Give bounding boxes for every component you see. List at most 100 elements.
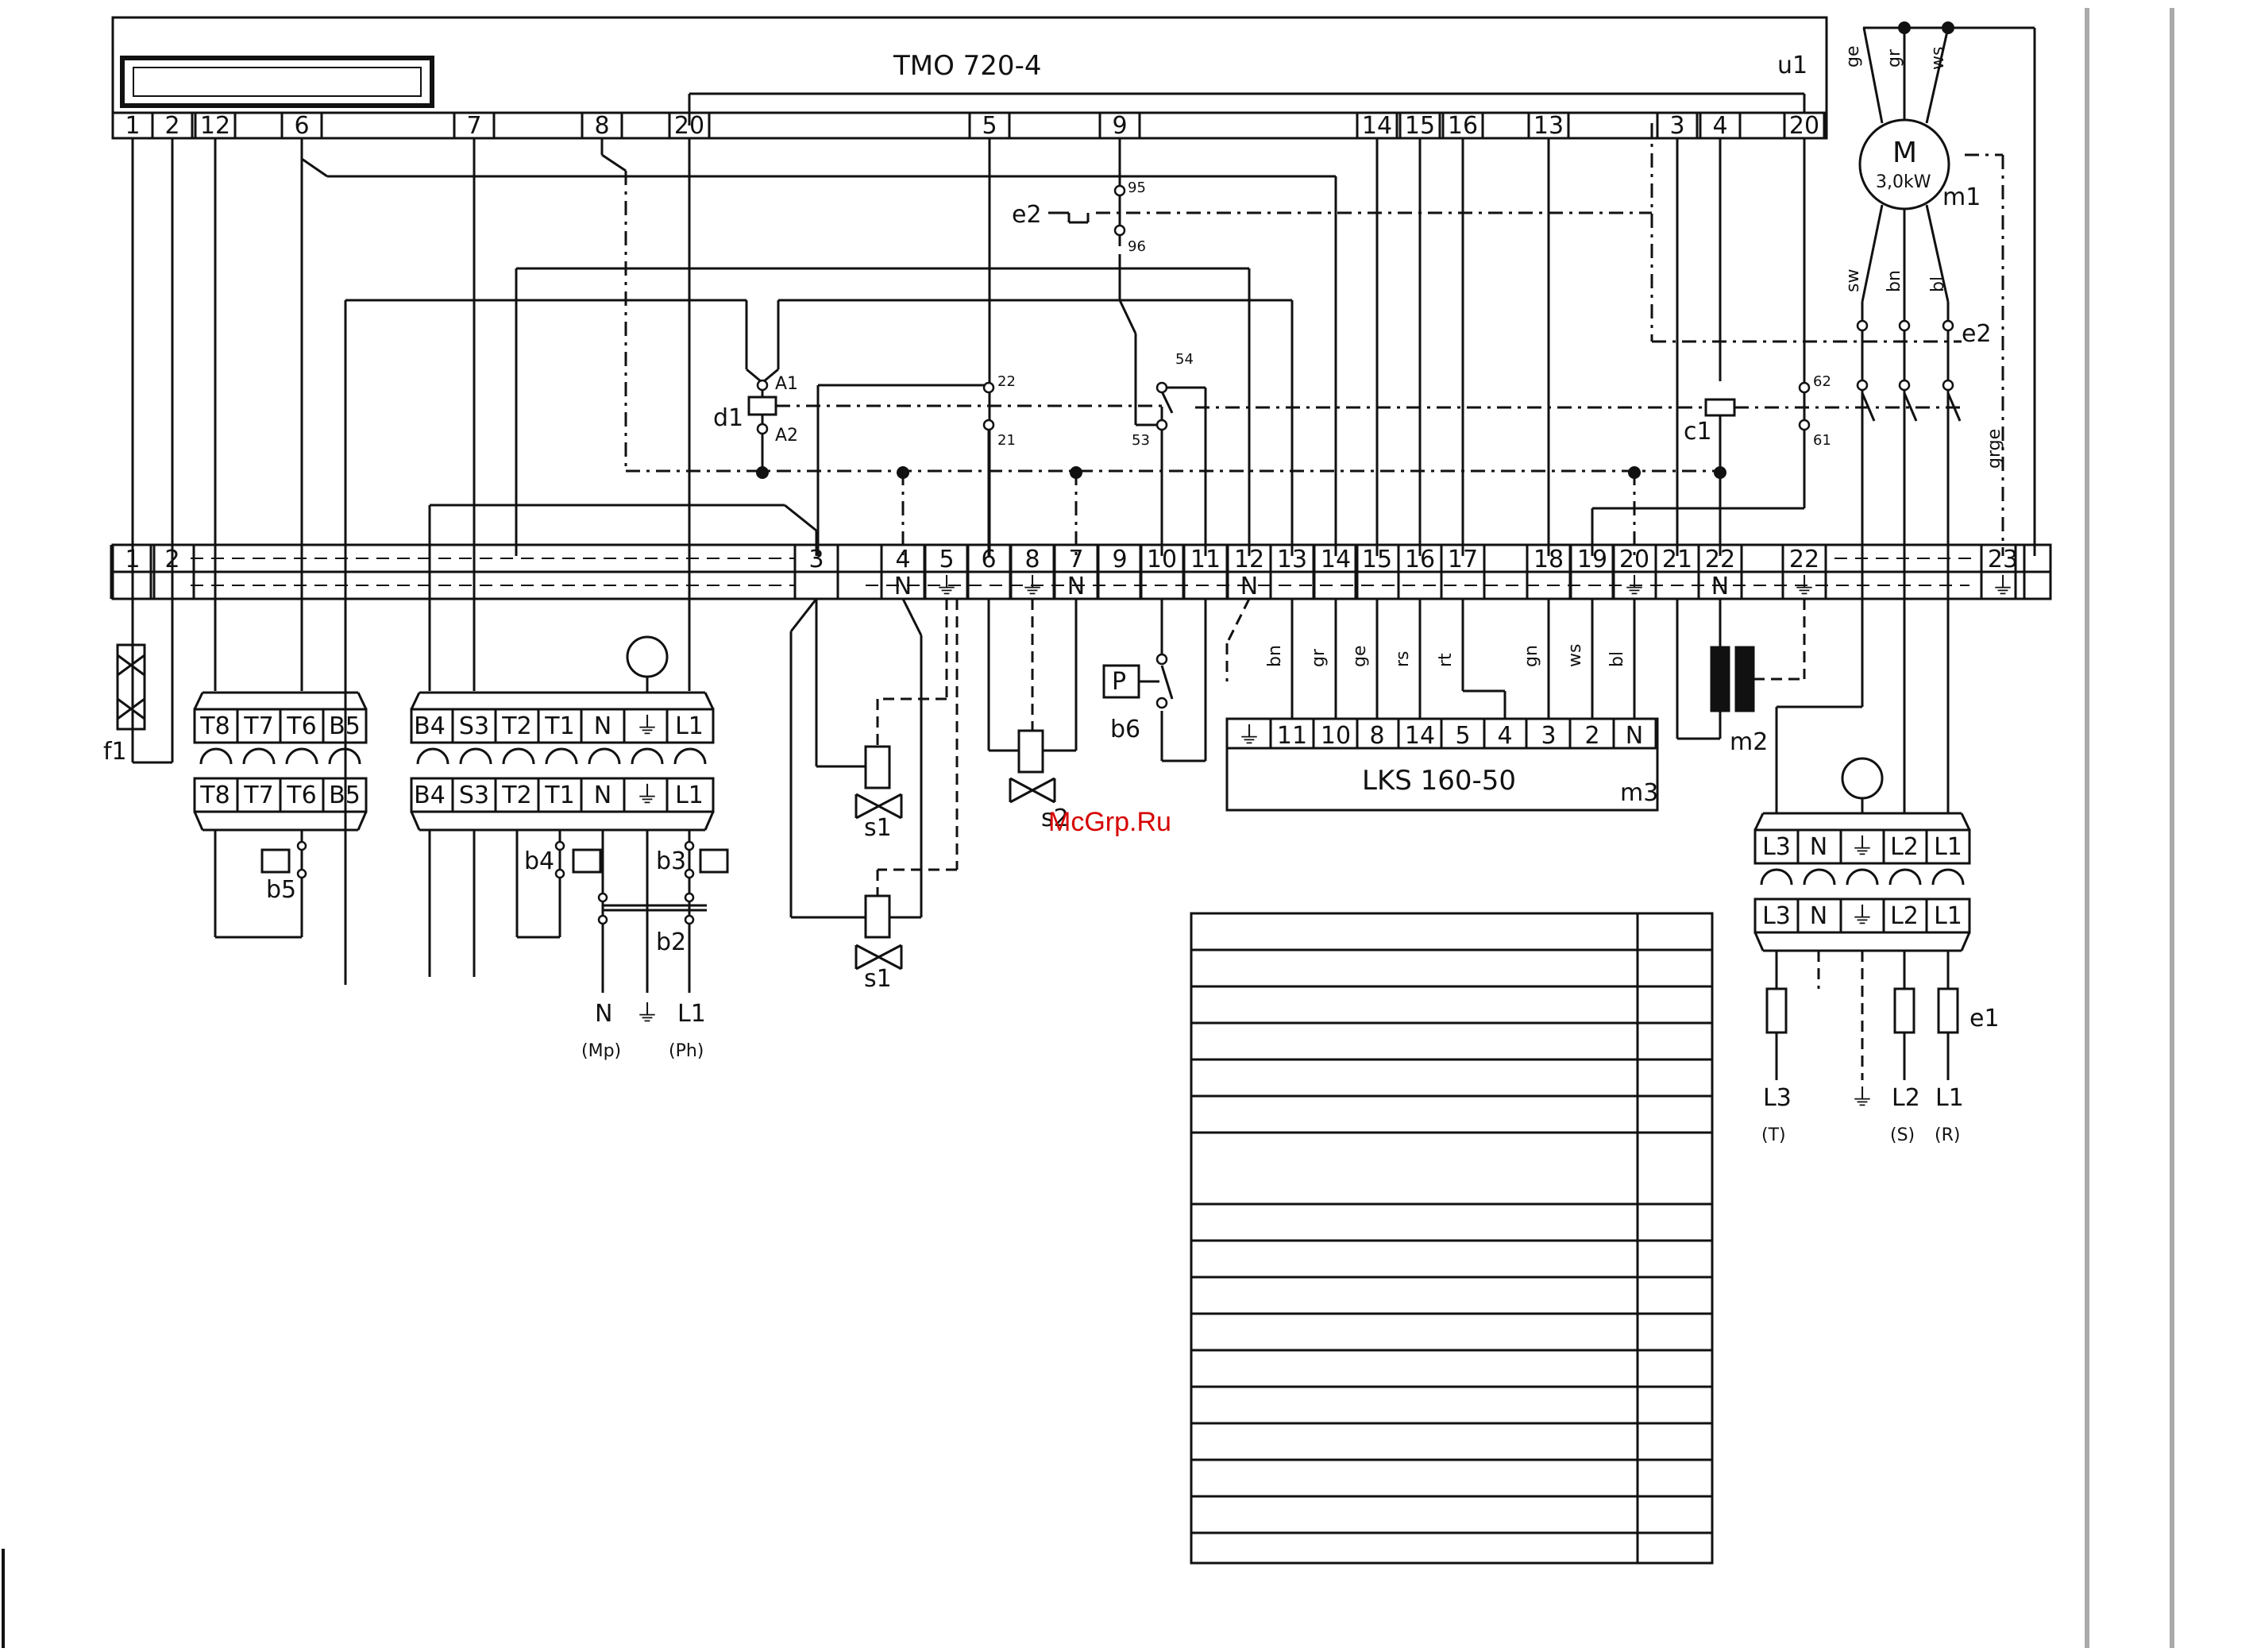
lks-wire-8: bl [1607, 651, 1627, 667]
plug-left-bottom-1: T8 [199, 782, 230, 809]
plug-left-top-1: T8 [199, 712, 230, 740]
plug-mid-upper [410, 708, 715, 744]
mid-supply-mp: (Mp) [581, 1041, 621, 1061]
strip-terminal-14: 14 [1321, 546, 1351, 573]
pressure-symbol: P [1112, 668, 1126, 696]
plug-mid-bottom-2: S3 [459, 782, 489, 809]
lks-wire-7: ws [1565, 644, 1585, 667]
thermal-e2: e2 [1012, 201, 1042, 229]
plug-left-top-3: T6 [286, 712, 316, 740]
lks-terminal-8: 3 [1541, 722, 1556, 750]
strip-terminal-9: 9 [1112, 546, 1127, 573]
strip-terminal-3: 3 [808, 546, 824, 573]
right-supply-l2: L2 [1892, 1084, 1920, 1112]
strip-bottom-4: N [1067, 573, 1085, 600]
relay-d1-coil [747, 396, 777, 416]
plug-right-upper [1753, 828, 1971, 865]
fuse-e1-l3 [1765, 987, 1788, 1034]
strip-bottom-2: ⏚ [935, 573, 959, 600]
strip-terminal-23: 22 [1789, 546, 1819, 573]
strip-bottom-3: ⏚ [1020, 573, 1044, 600]
controller-ref: u1 [1777, 52, 1807, 79]
plug-right-bottom-3: ⏚ [1850, 902, 1874, 930]
strip-bottom-7: N [1240, 573, 1258, 600]
plug-left-bottom-4: B5 [329, 782, 361, 809]
strip-terminal-8: 7 [1068, 546, 1083, 573]
lks-wire-3: ge [1350, 646, 1370, 668]
plug-mid-top-2: S3 [459, 712, 489, 740]
plug-mid-top-1: B4 [414, 712, 446, 740]
motor-wire-ge: ge [1843, 46, 1863, 68]
plug-right-top-1: L3 [1762, 833, 1791, 861]
contactor-c1-coil [1704, 398, 1736, 417]
plug-right-top-2: N [1810, 833, 1827, 861]
plug-mid-top-3: T2 [501, 712, 531, 740]
motor-wire-ws: ws [1928, 47, 1948, 70]
plug-left-bottom-2: T7 [243, 782, 273, 809]
lks-wire-1: bn [1265, 645, 1285, 667]
right-supply-l3: L3 [1763, 1084, 1792, 1112]
strip-terminal-20: 20 [1619, 546, 1649, 573]
relay-pin-53: 53 [1132, 432, 1150, 449]
controller-terminal-6: 8 [594, 112, 609, 140]
motor-rating: 3,0kW [1876, 172, 1931, 192]
transformer-m2-label: m2 [1730, 728, 1768, 756]
mid-supply-ph: (Ph) [669, 1041, 704, 1061]
strip-terminal-22: 22 [1705, 546, 1735, 573]
plug-right-bottom-5: L1 [1934, 902, 1962, 930]
controller-terminal-4: 6 [294, 112, 309, 140]
lks-wire-2: gr [1309, 648, 1329, 667]
lks-terminal-5: 14 [1405, 722, 1435, 750]
display-window [120, 56, 434, 108]
plug-right-bottom-4: L2 [1890, 902, 1919, 930]
lks-wire-6: gn [1522, 645, 1541, 667]
plug-right-bottom-2: N [1810, 902, 1827, 930]
strip-terminal-2: 2 [164, 546, 179, 573]
strip-terminal-13: 13 [1277, 546, 1307, 573]
motor-wire-sw: sw [1843, 269, 1863, 292]
plug-mid-top-6: ⏚ [635, 712, 659, 740]
valve-s1b-label: s1 [864, 965, 892, 993]
strip-terminal-5: 5 [939, 546, 954, 573]
lks-terminal-6: 5 [1455, 722, 1470, 750]
lks-terminal-9: 2 [1584, 722, 1599, 750]
controller-terminal-7: 20 [674, 112, 704, 140]
strip-bottom-1: N [894, 573, 912, 600]
strip-bottom-6: N [1711, 573, 1729, 600]
plug-right-top-3: ⏚ [1850, 833, 1874, 861]
plug-mid-bottom-1: B4 [414, 782, 446, 809]
transformer-m2 [1710, 646, 1730, 712]
fuse-e1-l1 [1937, 987, 1959, 1034]
plug-mid-top-4: T1 [544, 712, 574, 740]
motor-wire-grge: grge [1985, 429, 2004, 469]
strip-terminal-11: 11 [1190, 546, 1221, 573]
c1-pin-61: 61 [1813, 432, 1831, 449]
plug-mid-bottom-6: ⏚ [635, 782, 659, 809]
plug-mid-bottom-3: T2 [501, 782, 531, 809]
controller-terminal-8: 5 [982, 112, 997, 140]
controller-terminal-2: 2 [164, 112, 179, 140]
plug-right-bottom-1: L3 [1762, 902, 1791, 930]
c1-pin-62: 62 [1813, 373, 1831, 390]
lks-terminal-1: ⏚ [1237, 722, 1261, 750]
legend-table [1190, 912, 1714, 1565]
strip-terminal-21: 21 [1662, 546, 1692, 573]
controller-terminal-9: 9 [1112, 112, 1127, 140]
plug-left-top-2: T7 [243, 712, 273, 740]
motor-wire-gr: gr [1885, 48, 1904, 68]
valve-s1a-label: s1 [864, 814, 892, 842]
plug-left-bottom-3: T6 [286, 782, 316, 809]
motor-thermal-contacts [1861, 334, 1962, 429]
controller-terminal-10: 14 [1362, 112, 1392, 140]
mid-supply-l1: L1 [677, 1000, 706, 1028]
valve-s2 [1017, 729, 1044, 774]
right-supply-l1: L1 [1935, 1084, 1964, 1112]
plug-mid-bottom-7: L1 [675, 782, 704, 809]
strip-bottom-8: ⏚ [1792, 573, 1816, 600]
strip-terminal-6: 6 [981, 546, 996, 573]
switch-b2-label: b2 [656, 928, 686, 956]
controller-terminal-5: 7 [466, 112, 481, 140]
lks-wire-4: rs [1393, 650, 1413, 667]
plug-left-top-4: B5 [329, 712, 361, 740]
lks-terminal-10: N [1626, 722, 1643, 750]
